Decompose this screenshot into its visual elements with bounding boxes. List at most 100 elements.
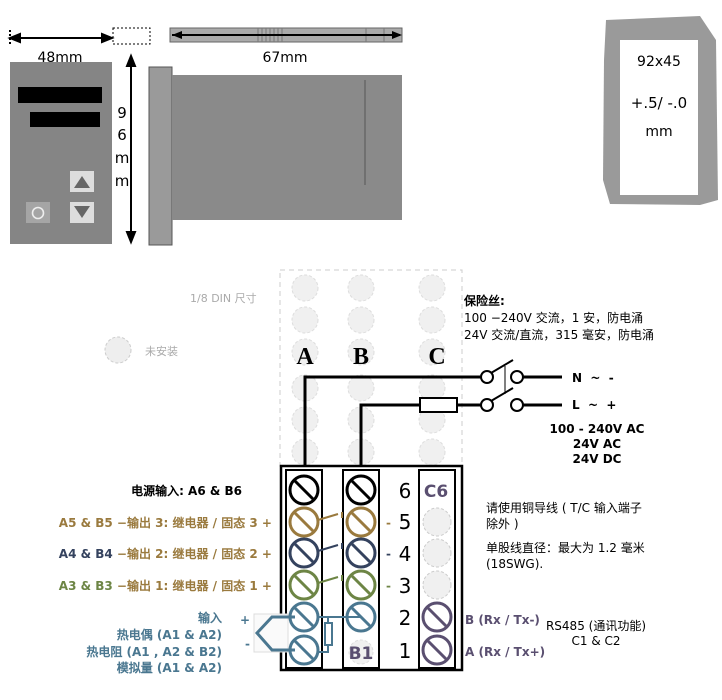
svg-text:1: 1 (399, 639, 412, 663)
svg-text:6: 6 (117, 126, 127, 144)
thermocouple-symbol (253, 613, 361, 653)
uninstalled-terminal (347, 338, 375, 366)
uninstalled-terminal (347, 306, 375, 334)
svg-text:C1 & C2: C1 & C2 (571, 634, 620, 648)
not-installed-icon (104, 336, 132, 364)
terminal-c1[interactable] (421, 634, 453, 666)
uninstalled-terminal (418, 274, 446, 302)
svg-text:92x45: 92x45 (637, 54, 681, 70)
svg-text:4: 4 (399, 542, 412, 566)
panel-cutout: 92x45 +.5/ -.0 mm (603, 16, 718, 205)
rs485-info: RS485 (通讯功能) C1 & C2 (546, 619, 646, 648)
depth-label: 67mm (262, 50, 307, 66)
uninstalled-terminal (422, 570, 452, 600)
side-view (148, 27, 403, 246)
svg-text:24V AC: 24V AC (573, 437, 621, 451)
svg-text:100 −240V 交流，1 安，防电涌: 100 −240V 交流，1 安，防电涌 (464, 310, 643, 325)
uninstalled-terminal (291, 274, 319, 302)
svg-text:除外 ): 除外 ) (486, 516, 519, 531)
terminal-b5[interactable] (345, 506, 377, 538)
svg-text:mm: mm (645, 124, 672, 140)
width-dimension (7, 30, 115, 46)
svg-text:RS485 (通讯功能): RS485 (通讯功能) (546, 619, 646, 633)
row-numbers: 6 5 4 3 2 1 (399, 479, 412, 663)
height-label: 9 6 m m (114, 100, 130, 192)
uninstalled-terminal (291, 338, 319, 366)
svg-text:24V 交流/直流，315 毫安，防电涌: 24V 交流/直流，315 毫安，防电涌 (464, 327, 654, 342)
width-label: 48mm (37, 50, 82, 66)
din-outline: 1/8 DIN 尺寸 未安装 (104, 269, 463, 471)
uninstalled-terminal (422, 507, 452, 537)
svg-text:热电偶 (A1 & A2): 热电偶 (A1 & A2) (117, 627, 222, 642)
svg-text:m: m (115, 149, 130, 167)
wire-note: 请使用铜导线 ( T/C 输入端子 除外 ) 单股线直径：最大为 1.2 毫米 … (486, 500, 645, 571)
uninstalled-terminal (418, 338, 446, 366)
svg-text:6: 6 (399, 479, 412, 503)
terminal-a6[interactable] (288, 474, 320, 506)
uninstalled-terminal (422, 538, 452, 568)
fuse-info: 保险丝: 100 −240V 交流，1 安，防电涌 24V 交流/直流，315 … (463, 293, 654, 342)
b1-label: B1 (349, 644, 374, 664)
terminal-a1[interactable] (288, 634, 320, 666)
din-size-label: 1/8 DIN 尺寸 (190, 291, 257, 305)
c6-label: C6 (424, 482, 448, 502)
output-labels: 电源输入: A6 & B6 A5 & B5 −输出 3: 继电器 / 固态 3 … (59, 483, 391, 593)
svg-text:模拟量 (A1 & A2): 模拟量 (A1 & A2) (117, 660, 222, 675)
svg-text:A: A (296, 344, 314, 370)
svg-text:100 - 240V AC: 100 - 240V AC (550, 422, 645, 436)
fuse-icon (419, 397, 458, 413)
relay-link (317, 576, 339, 584)
svg-text:-: - (386, 579, 391, 593)
resistor-icon (324, 622, 333, 646)
svg-text:m: m (115, 172, 130, 190)
svg-text:2: 2 (399, 606, 412, 630)
uninstalled-terminal (291, 306, 319, 334)
height-dimension (125, 53, 137, 245)
svg-text:-: - (245, 637, 250, 651)
svg-text:24V DC: 24V DC (573, 452, 622, 466)
svg-text:9: 9 (117, 104, 127, 122)
relay-link (317, 513, 339, 521)
svg-text:L ~ +: L ~ + (572, 398, 616, 412)
svg-text:N ~ -: N ~ - (572, 371, 614, 385)
terminal-c2[interactable] (421, 601, 453, 633)
display-lower (30, 112, 100, 127)
svg-text:-: - (386, 516, 391, 530)
terminal-b4[interactable] (345, 537, 377, 569)
front-panel (10, 62, 112, 244)
svg-text:-: - (386, 547, 391, 561)
uninstalled-terminal (347, 274, 375, 302)
terminal-a3[interactable] (288, 569, 320, 601)
supply-info: N ~ - L ~ + 100 - 240V AC 24V AC 24V DC (550, 371, 645, 466)
terminal-b6[interactable] (345, 474, 377, 506)
down-arrow-icon (74, 206, 90, 218)
cycle-icon (31, 206, 45, 220)
svg-text:保险丝:: 保险丝: (463, 293, 505, 308)
terminal-a4[interactable] (288, 537, 320, 569)
uninstalled-terminal (418, 306, 446, 334)
rs485-pins: B (Rx / Tx-) A (Rx / Tx+) (465, 613, 545, 659)
not-installed-label: 未安装 (145, 344, 178, 358)
svg-text:单股线直径：最大为 1.2 毫米: 单股线直径：最大为 1.2 毫米 (486, 540, 645, 555)
svg-text:+: + (240, 613, 250, 627)
svg-text:5: 5 (399, 510, 412, 534)
terminal-b3[interactable] (345, 569, 377, 601)
relay-link (317, 544, 339, 552)
display-upper (18, 87, 102, 103)
column-labels: A B C (296, 344, 445, 370)
uninstalled-terminal (418, 438, 446, 466)
output-3-label: A5 & B5 −输出 3: 继电器 / 固态 3 + (59, 515, 272, 530)
input-labels: 输入 热电偶 (A1 & A2) 热电阻 (A1 , A2 & B2) 模拟量 … (86, 610, 250, 675)
svg-text:输入: 输入 (198, 610, 222, 625)
svg-text:热电阻 (A1 , A2 & B2): 热电阻 (A1 , A2 & B2) (86, 644, 222, 659)
svg-text:B: B (353, 344, 369, 370)
svg-text:(18SWG).: (18SWG). (486, 557, 543, 571)
up-arrow-icon (74, 176, 90, 188)
svg-text:请使用铜导线 ( T/C 输入端子: 请使用铜导线 ( T/C 输入端子 (486, 500, 642, 515)
output-2-label: A4 & B4 −输出 2: 继电器 / 固态 2 + (59, 546, 272, 561)
output-1-label: A3 & B3 −输出 1: 继电器 / 固态 1 + (59, 578, 272, 593)
uninstalled-terminal (347, 374, 375, 402)
supply-wiring (303, 359, 562, 477)
terminal-a5[interactable] (288, 506, 320, 538)
